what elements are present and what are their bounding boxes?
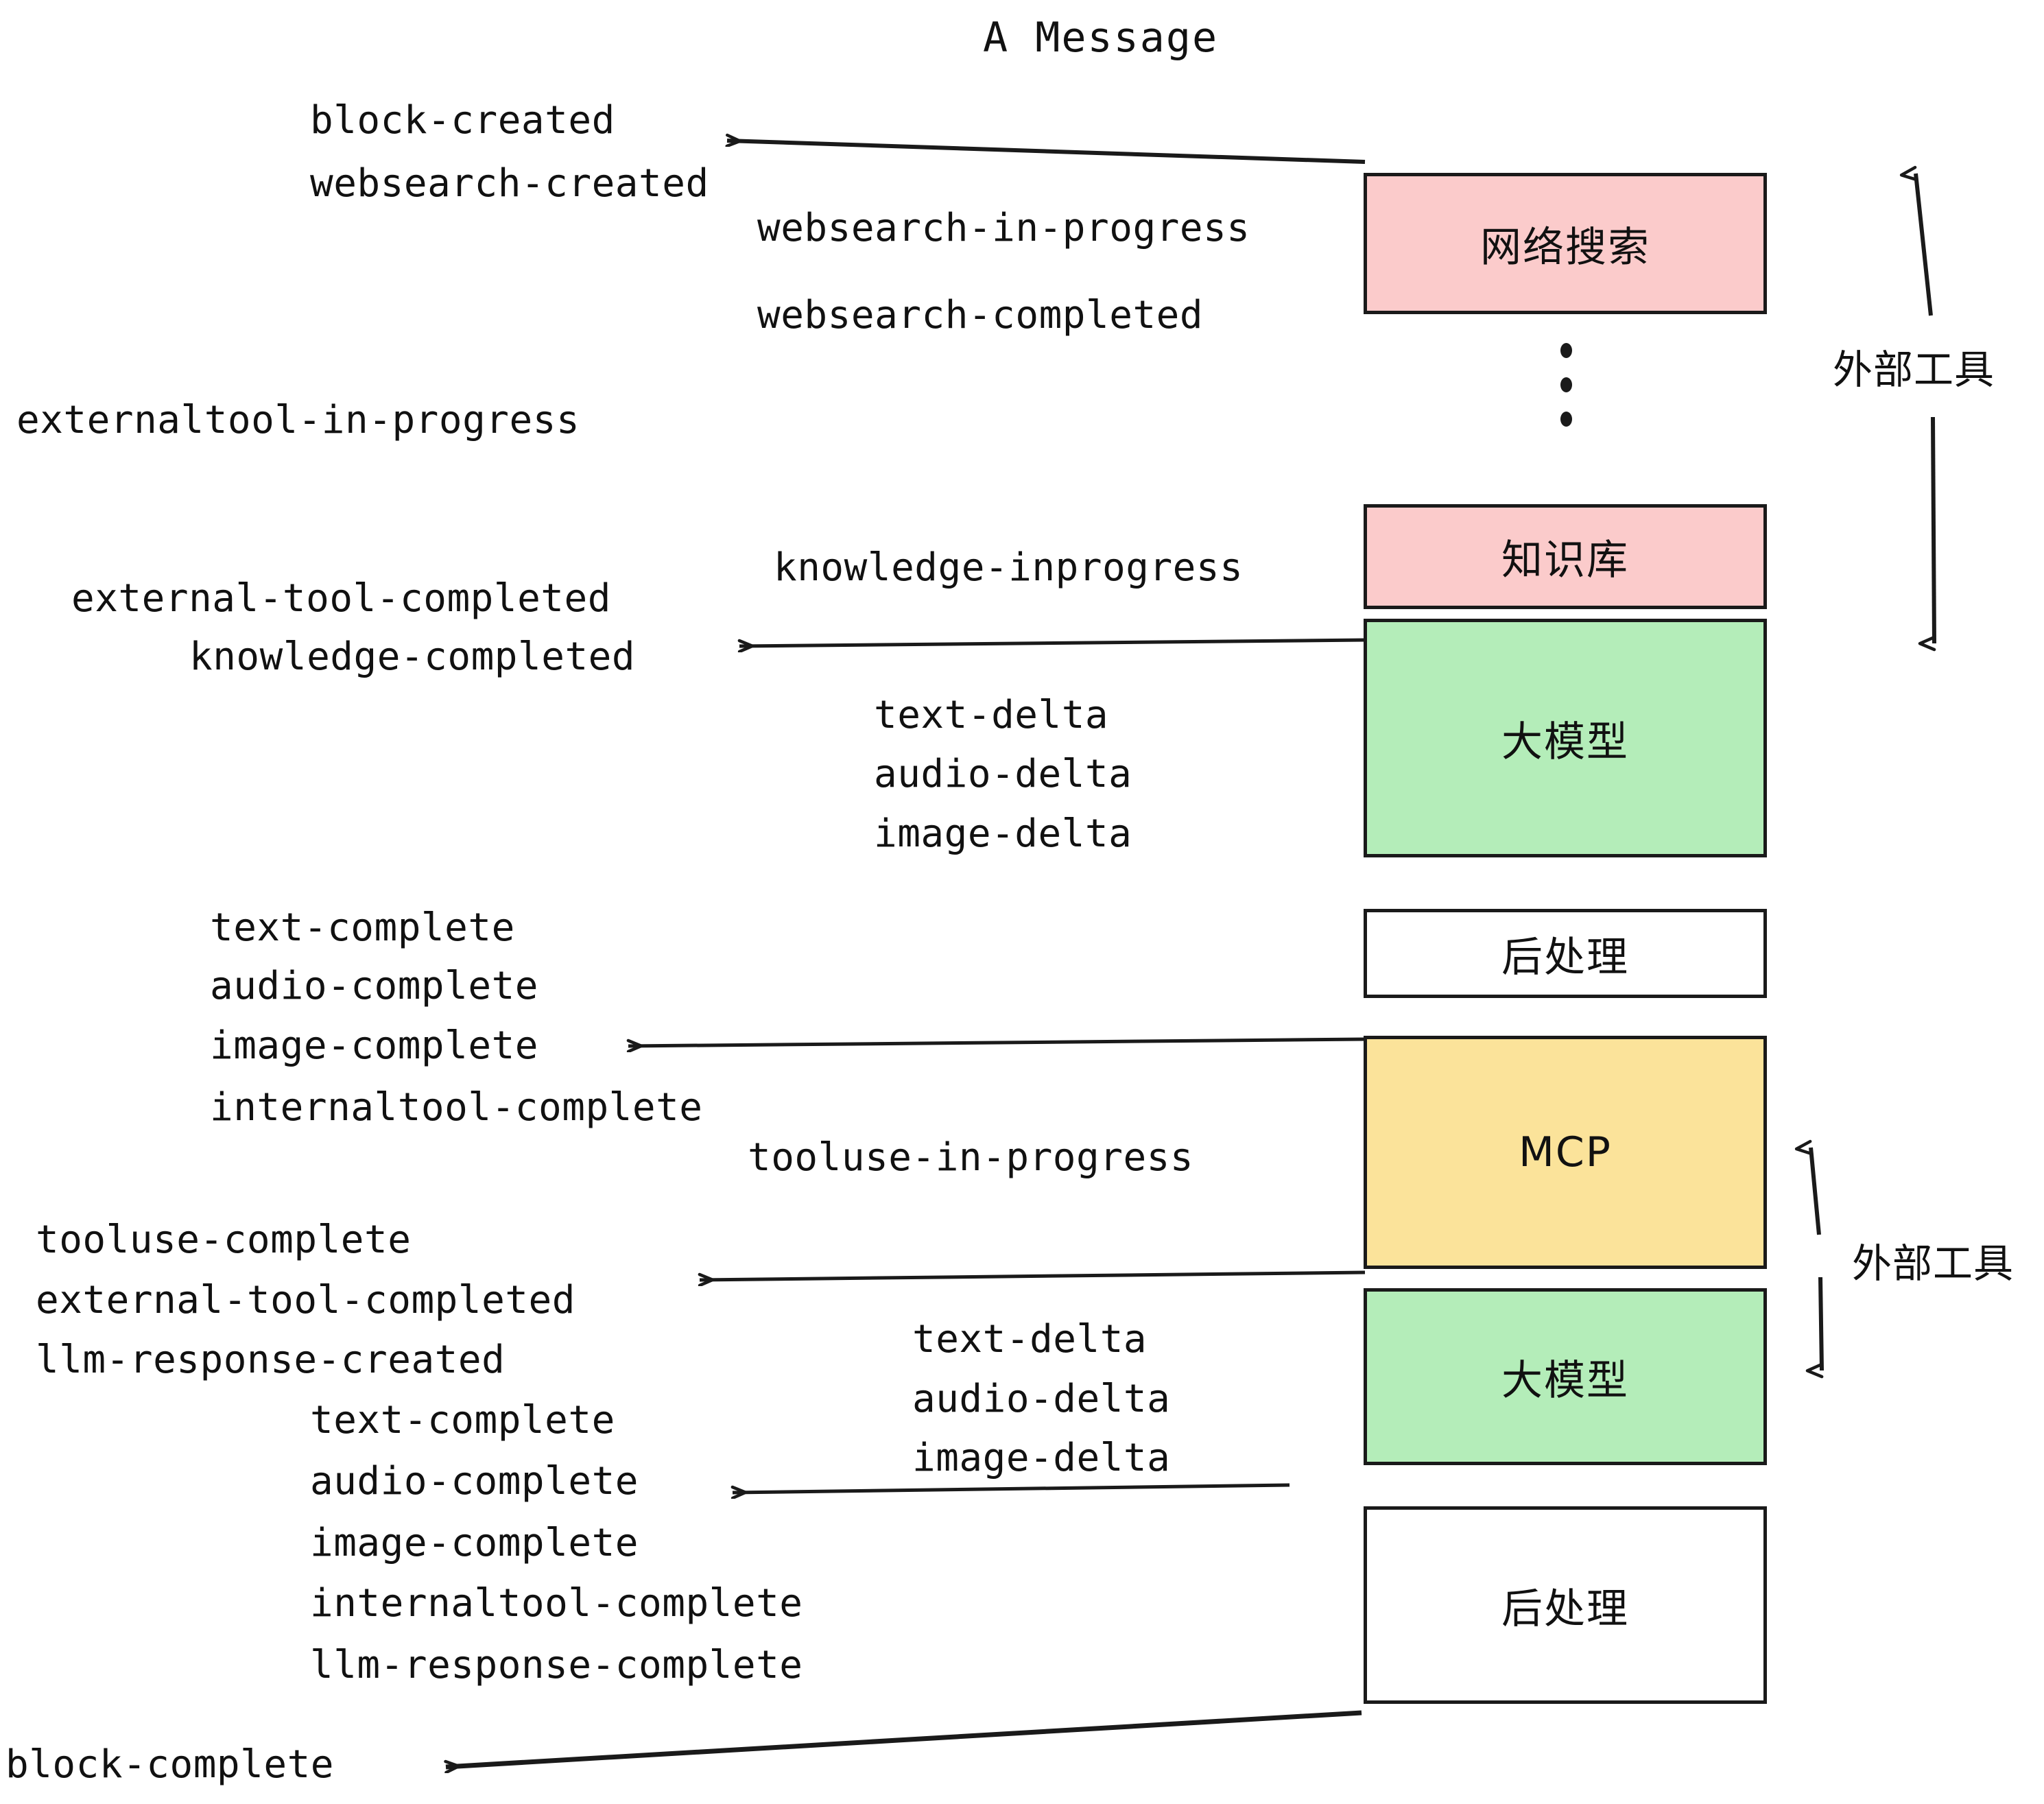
event-externaltool-in-progress: externaltool-in-progress: [16, 398, 580, 442]
box-llm-lower-label: 大模型: [1501, 1356, 1629, 1405]
side-label-external-tools-upper: 外部工具: [1833, 346, 1995, 393]
event-knowledge-completed: knowledge-completed: [189, 634, 636, 679]
event-block-complete: block-complete: [5, 1742, 335, 1787]
box-llm-lower[interactable]: 大模型: [1364, 1288, 1767, 1465]
event-audio-delta-1: audio-delta: [874, 752, 1132, 796]
side-label-external-tools-lower: 外部工具: [1852, 1240, 2015, 1287]
event-text-delta-1: text-delta: [874, 693, 1109, 737]
box-mcp[interactable]: MCP: [1364, 1036, 1767, 1269]
arrow-knowledge-to-knowledgecompleted: [739, 638, 1366, 646]
event-image-complete-1: image-complete: [210, 1023, 539, 1068]
ellipsis-dot: [1560, 377, 1572, 392]
box-llm-upper-label: 大模型: [1501, 717, 1629, 766]
box-mcp-label: MCP: [1519, 1128, 1612, 1176]
event-block-created: block-created: [310, 98, 615, 143]
event-websearch-completed: websearch-completed: [757, 293, 1204, 337]
event-text-delta-2: text-delta: [912, 1317, 1148, 1362]
box-websearch[interactable]: 网络搜索: [1364, 173, 1767, 314]
ellipsis-dot: [1560, 412, 1572, 427]
arrow-postprocess-to-blockcomplete: [446, 1710, 1362, 1767]
arrow-external-tools-lower-up: [1811, 1148, 1821, 1235]
box-knowledge-label: 知识库: [1501, 536, 1629, 584]
event-audio-complete-1: audio-complete: [210, 964, 539, 1008]
arrow-external-tools-upper-up: [1916, 174, 1933, 316]
event-external-tool-completed-2: external-tool-completed: [36, 1278, 575, 1322]
box-postprocess-upper-label: 后处理: [1501, 933, 1629, 982]
box-websearch-label: 网络搜索: [1480, 223, 1650, 272]
event-websearch-created: websearch-created: [310, 161, 709, 206]
ellipsis-dot: [1560, 343, 1572, 358]
box-postprocess-lower[interactable]: 后处理: [1364, 1506, 1767, 1704]
event-image-delta-2: image-delta: [912, 1436, 1171, 1480]
event-tooluse-complete: tooluse-complete: [36, 1218, 412, 1262]
arrow-websearch-to-blockcreated: [727, 141, 1366, 164]
event-knowledge-inprogress: knowledge-inprogress: [774, 545, 1244, 590]
diagram-title: A Message: [983, 14, 1219, 62]
event-image-complete-2: image-complete: [310, 1521, 639, 1565]
box-postprocess-upper[interactable]: 后处理: [1364, 909, 1767, 998]
event-internaltool-complete-2: internaltool-complete: [310, 1581, 803, 1626]
arrow-external-tools-lower-down: [1820, 1277, 1824, 1370]
event-external-tool-completed-1: external-tool-completed: [71, 576, 611, 621]
arrow-mcp-to-toolusecomplete: [700, 1270, 1366, 1280]
event-tooluse-in-progress: tooluse-in-progress: [748, 1135, 1194, 1180]
box-knowledge[interactable]: 知识库: [1364, 504, 1767, 609]
vertical-ellipsis: [1560, 343, 1572, 427]
event-audio-complete-2: audio-complete: [310, 1459, 639, 1504]
box-postprocess-lower-label: 后处理: [1501, 1585, 1629, 1633]
arrow-postprocess-to-imagecomplete: [628, 1037, 1366, 1046]
event-text-complete-1: text-complete: [210, 905, 515, 950]
event-internaltool-complete-1: internaltool-complete: [210, 1085, 703, 1130]
arrow-llm-to-audiocomplete: [733, 1483, 1290, 1493]
arrow-external-tools-upper-down: [1933, 416, 1936, 643]
event-text-complete-2: text-complete: [310, 1398, 615, 1443]
event-image-delta-1: image-delta: [874, 811, 1132, 856]
event-llm-response-complete: llm-response-complete: [310, 1643, 803, 1687]
event-llm-response-created: llm-response-created: [36, 1338, 506, 1382]
event-websearch-in-progress: websearch-in-progress: [757, 206, 1250, 250]
event-audio-delta-2: audio-delta: [912, 1377, 1171, 1421]
box-llm-upper[interactable]: 大模型: [1364, 619, 1767, 857]
